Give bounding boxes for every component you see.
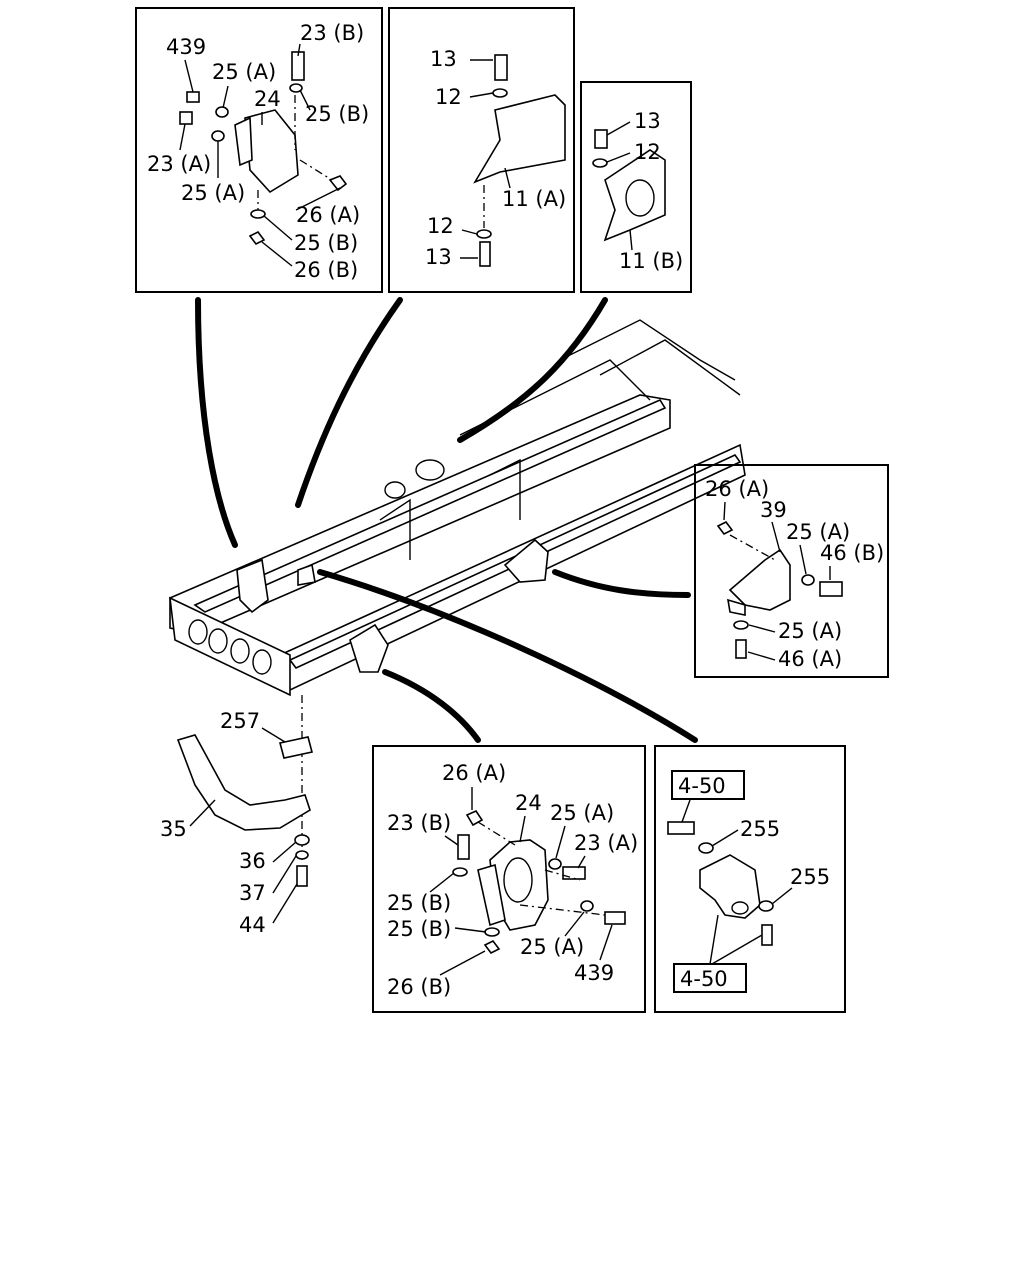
callout-label: 26 (B) [387, 975, 451, 999]
detail-top-left-leaders [179, 43, 341, 267]
callout-label: 439 [574, 961, 614, 985]
detail-top-left-labels: 439 23 (B) 25 (A) 24 25 (B) 23 (A) 25 (A… [147, 21, 369, 282]
detail-left-bracket-parts [176, 695, 313, 887]
callout-label: 46 (A) [778, 647, 842, 671]
callout-label: 25 (A) [212, 60, 276, 84]
reference-label: 4-50 [680, 967, 728, 991]
detail-top-right-leaders [606, 121, 633, 251]
detail-top-right-labels: 13 12 11 (B) [619, 109, 683, 273]
callout-label: 257 [220, 709, 260, 733]
callout-label: 11 (A) [502, 187, 566, 211]
callout-label: 25 (A) [778, 619, 842, 643]
callout-label: 25 (B) [305, 102, 369, 126]
detail-top-middle-labels: 13 12 11 (A) 12 13 [425, 47, 566, 269]
callout-label: 255 [790, 865, 830, 889]
detail-bottom-middle-leaders [429, 787, 613, 976]
callout-label: 25 (A) [520, 935, 584, 959]
callout-label: 39 [760, 498, 787, 522]
callout-label: 255 [740, 817, 780, 841]
detail-box-bottom-right [654, 745, 846, 1013]
callout-label: 26 (A) [705, 477, 769, 501]
callout-label: 12 [634, 140, 661, 164]
callout-label: 25 (B) [387, 917, 451, 941]
detail-box-right-middle [694, 464, 889, 678]
callout-label: 13 [430, 47, 457, 71]
callout-label: 26 (A) [442, 761, 506, 785]
detail-right-middle-leaders [723, 501, 831, 661]
callout-label: 13 [425, 245, 452, 269]
chassis-frame [169, 319, 746, 697]
detail-top-left-parts [179, 51, 348, 246]
detail-box-top-right [580, 81, 692, 293]
callout-label: 26 (B) [294, 258, 358, 282]
callout-label: 36 [239, 849, 266, 873]
callout-label: 25 (A) [786, 520, 850, 544]
detail-bottom-middle-labels: 26 (A) 24 25 (A) 23 (B) 23 (A) 25 (B) 25… [387, 761, 638, 999]
callout-label: 439 [166, 35, 206, 59]
callout-label: 24 [254, 87, 281, 111]
callout-label: 23 (A) [574, 831, 638, 855]
callout-label: 35 [160, 817, 187, 841]
callout-label: 44 [239, 913, 266, 937]
callout-label: 46 (B) [820, 541, 884, 565]
callout-label: 37 [239, 881, 266, 905]
reference-label: 4-50 [678, 774, 726, 798]
detail-box-bottom-middle [372, 745, 646, 1013]
callout-leaders [195, 297, 698, 743]
callout-label: 12 [427, 214, 454, 238]
callout-label: 25 (A) [181, 181, 245, 205]
detail-left-bracket-leaders [189, 727, 298, 924]
callout-label: 25 (B) [387, 891, 451, 915]
detail-top-right-parts [592, 129, 666, 242]
callout-label: 25 (B) [294, 231, 358, 255]
reference-box [671, 770, 745, 800]
detail-bottom-middle-parts [452, 809, 626, 955]
detail-left-bracket-labels: 257 35 36 37 44 [160, 709, 266, 937]
detail-right-middle-labels: 26 (A) 39 25 (A) 46 (B) 25 (A) 46 (A) [705, 477, 884, 671]
detail-top-middle-leaders [460, 59, 511, 259]
callout-label: 12 [435, 85, 462, 109]
detail-bottom-right-labels: 4-50 255 255 4-50 [678, 774, 830, 991]
callout-label: 23 (B) [300, 21, 364, 45]
callout-label: 11 (B) [619, 249, 683, 273]
callout-label: 25 (A) [550, 801, 614, 825]
callout-label: 24 [515, 791, 542, 815]
callout-label: 23 (A) [147, 152, 211, 176]
detail-box-top-middle [388, 7, 575, 293]
callout-label: 26 (A) [296, 203, 360, 227]
detail-box-top-left [135, 7, 383, 293]
callout-label: 13 [634, 109, 661, 133]
detail-top-middle-parts [473, 54, 566, 267]
callout-label: 23 (B) [387, 811, 451, 835]
detail-right-middle-parts [716, 520, 843, 659]
detail-bottom-right-leaders [681, 799, 793, 965]
